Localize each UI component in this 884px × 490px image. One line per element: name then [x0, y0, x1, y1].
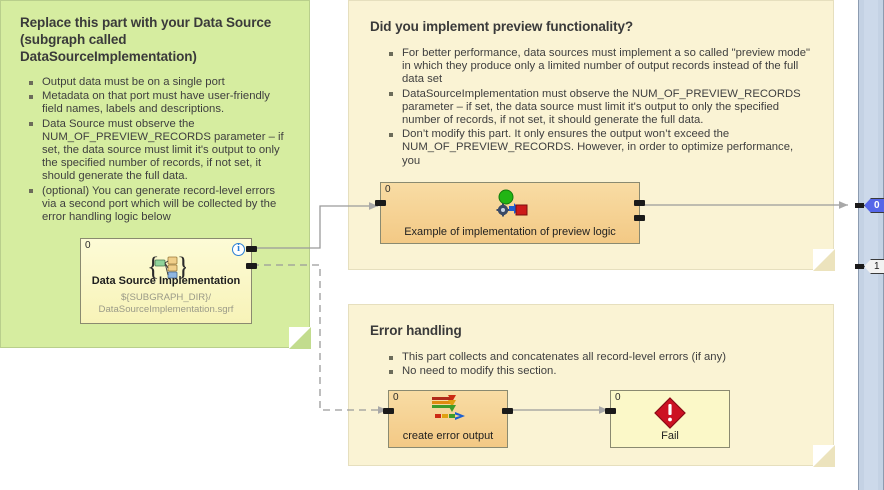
list-item: For better performance, data sources mus…: [388, 47, 812, 87]
fail-diamond-icon: [654, 397, 686, 434]
output-port-0[interactable]: 0: [855, 197, 884, 214]
list-item: Don’t modify this part. It only ensures …: [388, 128, 812, 168]
node-label: create error output: [402, 430, 494, 442]
node-index: 0: [85, 240, 91, 251]
panel-strip: [864, 0, 878, 490]
panel-fold-corner: [813, 249, 835, 271]
node-index: 0: [393, 392, 399, 403]
node-label: Example of implementation of preview log…: [404, 226, 616, 238]
panel-bullet-list: For better performance, data sources mus…: [388, 47, 812, 168]
port-label: 1: [864, 259, 884, 274]
output-port-0[interactable]: [502, 408, 513, 414]
node-label: Fail: [661, 430, 679, 442]
panel-bullet-list: Output data must be on a single port Met…: [28, 76, 292, 224]
node-path-line-1: ${SUBGRAPH_DIR}/: [120, 292, 212, 303]
list-item: Metadata on that port must have user-fri…: [28, 90, 292, 116]
info-icon[interactable]: i: [232, 243, 245, 256]
port-stub: [855, 264, 864, 269]
list-item: DataSourceImplementation must observe th…: [388, 88, 812, 128]
panel-title: Error handling: [370, 323, 462, 338]
svg-text:{: {: [147, 252, 159, 281]
node-label: Data Source Implementation: [91, 275, 241, 287]
node-path-line-2: DataSourceImplementation.sgrf: [98, 304, 234, 315]
panel-title: Replace this part with your Data Source …: [20, 15, 272, 64]
panel-fold-corner: [813, 445, 835, 467]
node-index: 0: [615, 392, 621, 403]
output-port-0[interactable]: [634, 200, 645, 206]
node-fail[interactable]: 0 Fail: [605, 390, 730, 448]
input-port-0[interactable]: [375, 200, 386, 206]
panel-title: Did you implement preview functionality?: [370, 19, 634, 34]
list-item: Data Source must observe the NUM_OF_PREV…: [28, 118, 292, 184]
input-port-0[interactable]: [383, 408, 394, 414]
output-port-0[interactable]: [246, 246, 257, 252]
list-item: This part collects and concatenates all …: [388, 351, 812, 364]
node-preview-logic[interactable]: 0 Example of implementation of preview l…: [375, 182, 645, 244]
list-item: (optional) You can generate record-level…: [28, 185, 292, 225]
output-port-1[interactable]: 1: [855, 258, 884, 275]
list-item: No need to modify this section.: [388, 365, 812, 378]
port-label: 0: [864, 198, 884, 213]
list-item: Output data must be on a single port: [28, 76, 292, 89]
graph-output-ports-panel[interactable]: 0 1: [855, 0, 884, 490]
panel-bullet-list: This part collects and concatenates all …: [388, 351, 812, 378]
output-port-1[interactable]: [246, 263, 257, 269]
concatenate-icon: [429, 395, 467, 430]
node-create-error-output[interactable]: 0 create error output: [383, 390, 513, 448]
port-stub: [855, 203, 864, 208]
annotation-panel-data-source[interactable]: Replace this part with your Data Source …: [0, 0, 311, 349]
node-index: 0: [385, 184, 391, 195]
preview-logic-icon: [492, 189, 528, 224]
node-data-source-implementation[interactable]: 0 i { } Data Source Implementation ${SUB…: [80, 238, 257, 324]
input-port-0[interactable]: [605, 408, 616, 414]
output-port-1[interactable]: [634, 215, 645, 221]
